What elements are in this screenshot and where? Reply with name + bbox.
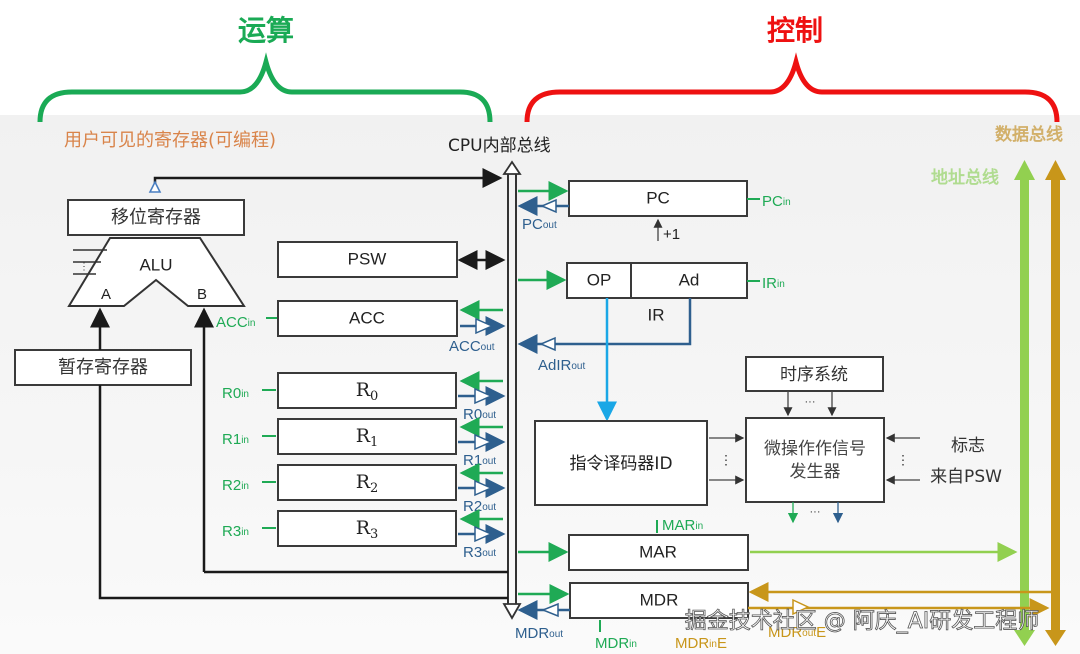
r2-out-buffer-icon: [474, 479, 493, 497]
pc-out-signal: PCout: [522, 216, 557, 233]
mar-in-signal: MARin: [662, 517, 703, 534]
ir-in-signal: IRin: [762, 275, 785, 292]
mdr-out-e-signal: MDRoutE: [768, 624, 826, 641]
r3-box: [277, 510, 457, 547]
acc-out-buffer-icon: [475, 317, 494, 335]
ir-ad-label: Ad: [679, 270, 700, 289]
r2-box: [277, 464, 457, 501]
pc-box: [568, 180, 748, 217]
timing-system-label: 时序系统: [780, 365, 848, 385]
mdr-in-e-signal: MDRinE: [675, 635, 727, 652]
control-brace: [524, 52, 1060, 123]
acc-out-signal: ACCout: [449, 338, 495, 355]
shift-to-bus-line: [153, 168, 503, 188]
ir-label: IR: [648, 305, 665, 324]
r1-out-signal: R1out: [463, 452, 496, 469]
r1-label: R1: [356, 425, 379, 450]
data-bus-arrow: [1045, 160, 1066, 646]
compute-brace: [37, 52, 493, 123]
adir-out-signal: AdIRout: [538, 357, 585, 374]
timing-ellipsis: ···: [805, 396, 816, 408]
r0-out-signal: R0out: [463, 406, 496, 423]
temp-register-box: [14, 349, 192, 386]
r0-label: R0: [356, 379, 379, 404]
bus-to-temp-line: [98, 385, 508, 600]
alu-label: ALU: [139, 255, 172, 274]
r3-out-buffer-icon: [474, 525, 493, 543]
tri-buffer-icon: [148, 180, 162, 193]
mar-label: MAR: [639, 542, 677, 561]
r0-out-buffer-icon: [474, 387, 493, 405]
address-bus-arrow: [1014, 160, 1035, 646]
r1-box: [277, 418, 457, 455]
mdr-in-signal: MDRin: [595, 635, 637, 652]
mdr-out-buffer-icon: [540, 602, 559, 618]
r2-label: R2: [356, 471, 379, 496]
pc-increment-label: +1: [663, 226, 680, 243]
acc-in-signal: ACCin: [216, 314, 255, 331]
psw-box: [277, 241, 458, 278]
adir-out-line: [517, 298, 692, 354]
psw-label: PSW: [348, 249, 387, 268]
flag-ellipsis: ⋮: [897, 452, 910, 467]
temp-register-label: 暂存寄存器: [58, 357, 148, 378]
alu-input-a-label: A: [101, 286, 111, 303]
alu-unit: ⋮: [67, 237, 246, 307]
instruction-decoder-box: [534, 420, 708, 506]
shift-register-label: 移位寄存器: [111, 207, 201, 228]
alu-input-b-label: B: [197, 286, 207, 303]
mar-box: [568, 534, 749, 571]
user-visible-registers-label: 用户可见的寄存器(可编程): [64, 130, 276, 151]
flags-label-1: 标志: [951, 436, 985, 456]
r3-in-signal: R3in: [222, 523, 249, 540]
timing-system-box: [745, 356, 884, 392]
pc-label: PC: [646, 188, 670, 207]
general-registers: R0R0inR0outR1R1inR1outR2R2inR2outR3R3inR…: [222, 371, 506, 561]
flags-label-2: 来自PSW: [930, 467, 1002, 487]
cpu-internal-bus: [502, 160, 522, 620]
micro-op-generator-label-2: 发生器: [790, 462, 841, 482]
acc-box: [277, 300, 458, 337]
cpu-internal-bus-label: CPU内部总线: [448, 136, 551, 156]
r2-out-signal: R2out: [463, 498, 496, 515]
r3-out-signal: R3out: [463, 544, 496, 561]
r1-in-signal: R1in: [222, 431, 249, 448]
mdr-box: [569, 582, 749, 619]
adir-out-buffer-icon: [539, 336, 556, 352]
watermark: 掘金技术社区 @ 阿庆_AI研发工程师: [685, 609, 1040, 634]
mdr-label: MDR: [640, 590, 679, 609]
r3-label: R3: [356, 517, 379, 542]
decoder-ellipsis: ⋮: [720, 452, 733, 467]
micro-op-generator-box: [745, 417, 885, 503]
compute-title: 运算: [238, 14, 294, 47]
r2-in-signal: R2in: [222, 477, 249, 494]
acc-label: ACC: [349, 308, 385, 327]
alu-control-ellipsis: ⋮: [79, 262, 89, 273]
mdr-out-signal: MDRout: [515, 625, 563, 642]
control-out-ellipsis: ···: [810, 506, 821, 518]
r0-box: [277, 372, 457, 409]
pc-out-buffer-icon: [540, 198, 557, 214]
pc-in-signal: PCin: [762, 193, 791, 210]
address-bus-label: 地址总线: [931, 167, 999, 188]
data-bus-label: 数据总线: [995, 124, 1063, 145]
shift-register-box: [67, 199, 245, 236]
instruction-decoder-label: 指令译码器ID: [569, 454, 672, 474]
r0-in-signal: R0in: [222, 385, 249, 402]
r1-out-buffer-icon: [474, 433, 493, 451]
micro-op-generator-label-1: 微操作作信号: [764, 439, 866, 459]
ir-op-label: OP: [587, 270, 612, 289]
mdr-out-e-buffer-icon: [792, 598, 810, 616]
control-title: 控制: [767, 14, 823, 47]
